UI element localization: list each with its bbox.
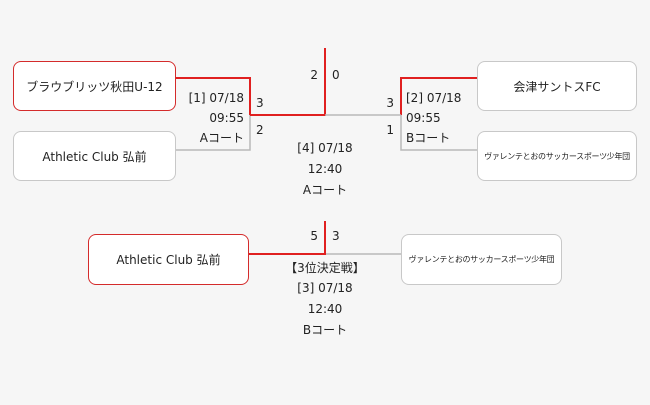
final-score-right: 0 (332, 68, 340, 82)
final-time: 12:40 (307, 162, 343, 176)
team-right-bottom: ヴァレンテとおのサッカースポーツ少年団 (477, 131, 637, 181)
third-score-left: 5 (310, 229, 318, 243)
final-label: [4] 07/18 (297, 141, 353, 155)
match1-score-bottom: 2 (256, 123, 264, 137)
line-left-top (175, 77, 251, 115)
match2-score-top: 3 (386, 96, 394, 110)
third-title: 【3位決定戦】 (285, 261, 365, 275)
match1-time: 09:55 (209, 111, 244, 125)
match2-score-bottom: 1 (386, 123, 394, 137)
match1-score-top: 3 (256, 96, 264, 110)
team-left-top: ブラウブリッツ秋田U-12 (13, 61, 176, 111)
line-third-left (249, 221, 326, 255)
line-right-top (400, 77, 477, 115)
line-left-bottom (175, 115, 251, 151)
third-time: 12:40 (307, 302, 343, 316)
team-right-top: 会津サントスFC (477, 61, 637, 111)
third-label: [3] 07/18 (297, 281, 353, 295)
match2-time: 09:55 (406, 111, 441, 125)
match2-label: [2] 07/18 (406, 91, 462, 105)
third-score-right: 3 (332, 229, 340, 243)
team-third-right: ヴァレンテとおのサッカースポーツ少年団 (401, 234, 562, 285)
match1-label: [1] 07/18 (188, 91, 244, 105)
team-left-bottom: Athletic Club 弘前 (13, 131, 176, 181)
match2-court: Bコート (406, 131, 451, 145)
match1-court: Aコート (199, 131, 244, 145)
line-right-bottom (400, 115, 477, 151)
team-third-left: Athletic Club 弘前 (88, 234, 249, 285)
final-score-left: 2 (310, 68, 318, 82)
third-court: Bコート (302, 323, 348, 337)
final-court: Aコート (302, 183, 348, 197)
